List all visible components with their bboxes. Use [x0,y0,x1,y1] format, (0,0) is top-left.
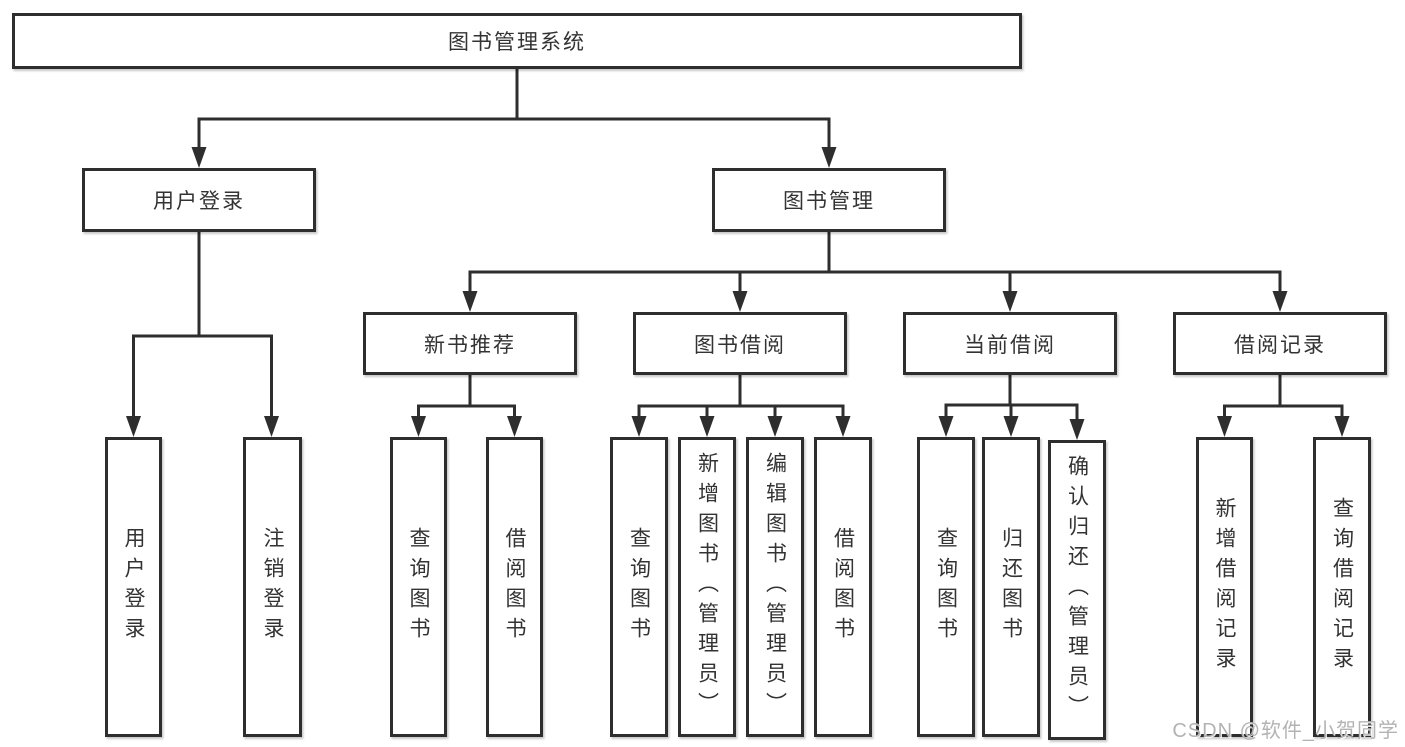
connector-current-borrow-to-children [938,375,1085,440]
node-root-library-system: 图书管理系统 [12,13,1022,69]
leaf-confirm-return-admin: 确认归还（管理员） [1048,440,1106,740]
leaf-user-login: 用户登录 [105,437,162,737]
leaf-query-book-3: 查询图书 [917,437,975,737]
connector-new-book-rec-to-children [411,375,522,437]
node-book-management: 图书管理 [712,168,946,232]
connector-book-mgmt-to-level3 [462,232,1288,312]
leaf-add-borrow-record: 新增借阅记录 [1196,437,1253,737]
leaf-edit-book-admin: 编辑图书（管理员） [746,437,804,737]
connector-borrow-record-to-children [1217,375,1350,437]
leaf-query-book-1: 查询图书 [390,437,447,737]
leaf-add-book-admin: 新增图书（管理员） [678,437,736,737]
node-user-login: 用户登录 [82,168,316,232]
connector-user-login-to-children [126,232,279,437]
csdn-watermark: CSDN @软件_小贺同学 [1172,720,1399,742]
node-current-borrow: 当前借阅 [903,312,1117,375]
leaf-logout: 注销登录 [243,437,302,737]
leaf-query-book-2: 查询图书 [610,437,668,737]
node-new-book-recommend: 新书推荐 [363,312,577,375]
node-book-borrow: 图书借阅 [633,312,847,375]
connector-book-borrow-to-children [631,375,851,437]
leaf-return-book: 归还图书 [982,437,1040,737]
leaf-query-borrow-record: 查询借阅记录 [1313,437,1371,737]
leaf-borrow-book-2: 借阅图书 [814,437,872,737]
leaf-borrow-book-1: 借阅图书 [486,437,543,737]
connector-root-to-level2 [191,68,837,168]
node-borrow-record: 借阅记录 [1173,312,1387,375]
